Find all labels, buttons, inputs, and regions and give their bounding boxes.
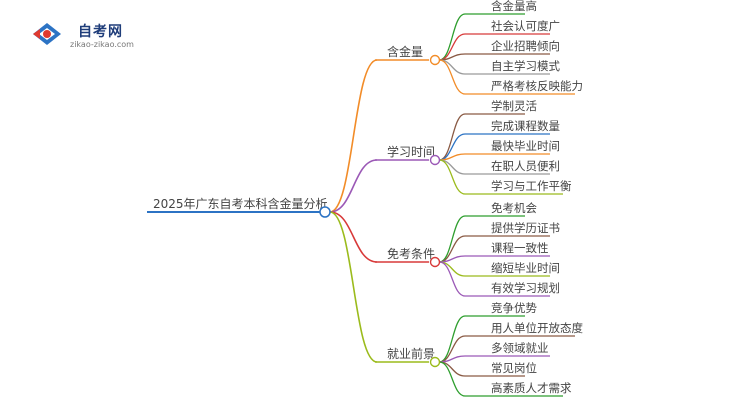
branch-3-leaf-4-label: 缩短毕业时间 xyxy=(491,261,560,275)
branch-4-leaf-1-label: 竞争优势 xyxy=(491,301,537,315)
logo-url: zikao-zikao.com xyxy=(70,40,134,49)
branch-2-leaf-1-connector xyxy=(439,113,466,161)
branch-3-leaf-5-connector xyxy=(439,261,466,297)
branch-4-leaf-1-connector xyxy=(439,315,466,363)
branch-2-leaf-5-connector xyxy=(439,159,466,195)
branch-2-leaf-2-label: 完成课程数量 xyxy=(491,119,560,133)
branch-1-leaf-4-connector xyxy=(439,59,466,75)
branch-4-collapse-toggle[interactable] xyxy=(429,356,441,368)
branch-3-leaf-4-connector xyxy=(439,261,466,277)
branch-3-connector xyxy=(329,211,378,263)
site-logo[interactable]: 自考网 zikao-zikao.com xyxy=(30,18,150,52)
branch-3-leaf-1-label: 免考机会 xyxy=(491,201,537,215)
branch-4-connector xyxy=(329,211,378,363)
branch-1-connector xyxy=(329,59,378,213)
branch-2-collapse-toggle[interactable] xyxy=(429,154,441,166)
branch-4-leaf-2-label: 用人单位开放态度 xyxy=(491,321,583,335)
branch-4-leaf-4-connector xyxy=(439,361,466,377)
branch-3-label: 免考条件 xyxy=(387,246,435,261)
branch-4-leaf-3-label: 多领域就业 xyxy=(491,341,549,355)
mindmap-nodes: 2025年广东自考本科含金量分析 含金量 含金量高社会认可度广企业招聘倾向自主学习模… xyxy=(153,0,583,395)
branch-1-label: 含金量 xyxy=(387,44,423,59)
branch-2-leaf-3-label: 最快毕业时间 xyxy=(491,139,560,153)
root-node-label: 2025年广东自考本科含金量分析 xyxy=(153,196,328,211)
branch-1-leaf-2-label: 社会认可度广 xyxy=(491,19,560,33)
mindmap-edges xyxy=(147,13,575,397)
root-collapse-toggle[interactable] xyxy=(319,206,331,218)
branch-3-leaf-5-label: 有效学习规划 xyxy=(491,281,560,295)
branch-3-leaf-3-label: 课程一致性 xyxy=(491,241,549,255)
logo-title: 自考网 xyxy=(78,24,123,40)
branch-4-leaf-5-label: 高素质人才需求 xyxy=(491,381,572,395)
branch-1-leaf-5-connector xyxy=(439,59,466,95)
logo-badge-icon xyxy=(33,23,61,45)
branch-2-label: 学习时间 xyxy=(387,144,435,159)
branch-3-leaf-1-connector xyxy=(439,215,466,263)
branch-2-leaf-4-label: 在职人员便利 xyxy=(491,159,560,173)
branch-1-leaf-3-label: 企业招聘倾向 xyxy=(491,39,560,53)
branch-4-label: 就业前景 xyxy=(387,346,435,361)
branch-3-collapse-toggle[interactable] xyxy=(429,256,441,268)
branch-2-connector xyxy=(329,159,378,213)
branch-1-leaf-4-label: 自主学习模式 xyxy=(491,59,560,73)
branch-1-leaf-5-label: 严格考核反映能力 xyxy=(491,79,583,93)
branch-1-leaf-1-label: 含金量高 xyxy=(491,0,537,13)
branch-1-leaf-3-connector xyxy=(439,53,466,61)
branch-1-leaf-1-connector xyxy=(439,13,466,61)
branch-2-leaf-1-label: 学制灵活 xyxy=(491,99,537,113)
branch-4-leaf-5-connector xyxy=(439,361,466,397)
branch-3-leaf-3-connector xyxy=(439,255,466,263)
branch-2-leaf-4-connector xyxy=(439,159,466,175)
branch-1-collapse-toggle[interactable] xyxy=(429,54,441,66)
branch-3-leaf-2-label: 提供学历证书 xyxy=(491,221,560,235)
branch-2-leaf-3-connector xyxy=(439,153,466,161)
branch-2-leaf-5-label: 学习与工作平衡 xyxy=(491,179,572,193)
branch-4-leaf-3-connector xyxy=(439,355,466,363)
branch-4-leaf-4-label: 常见岗位 xyxy=(491,361,537,375)
